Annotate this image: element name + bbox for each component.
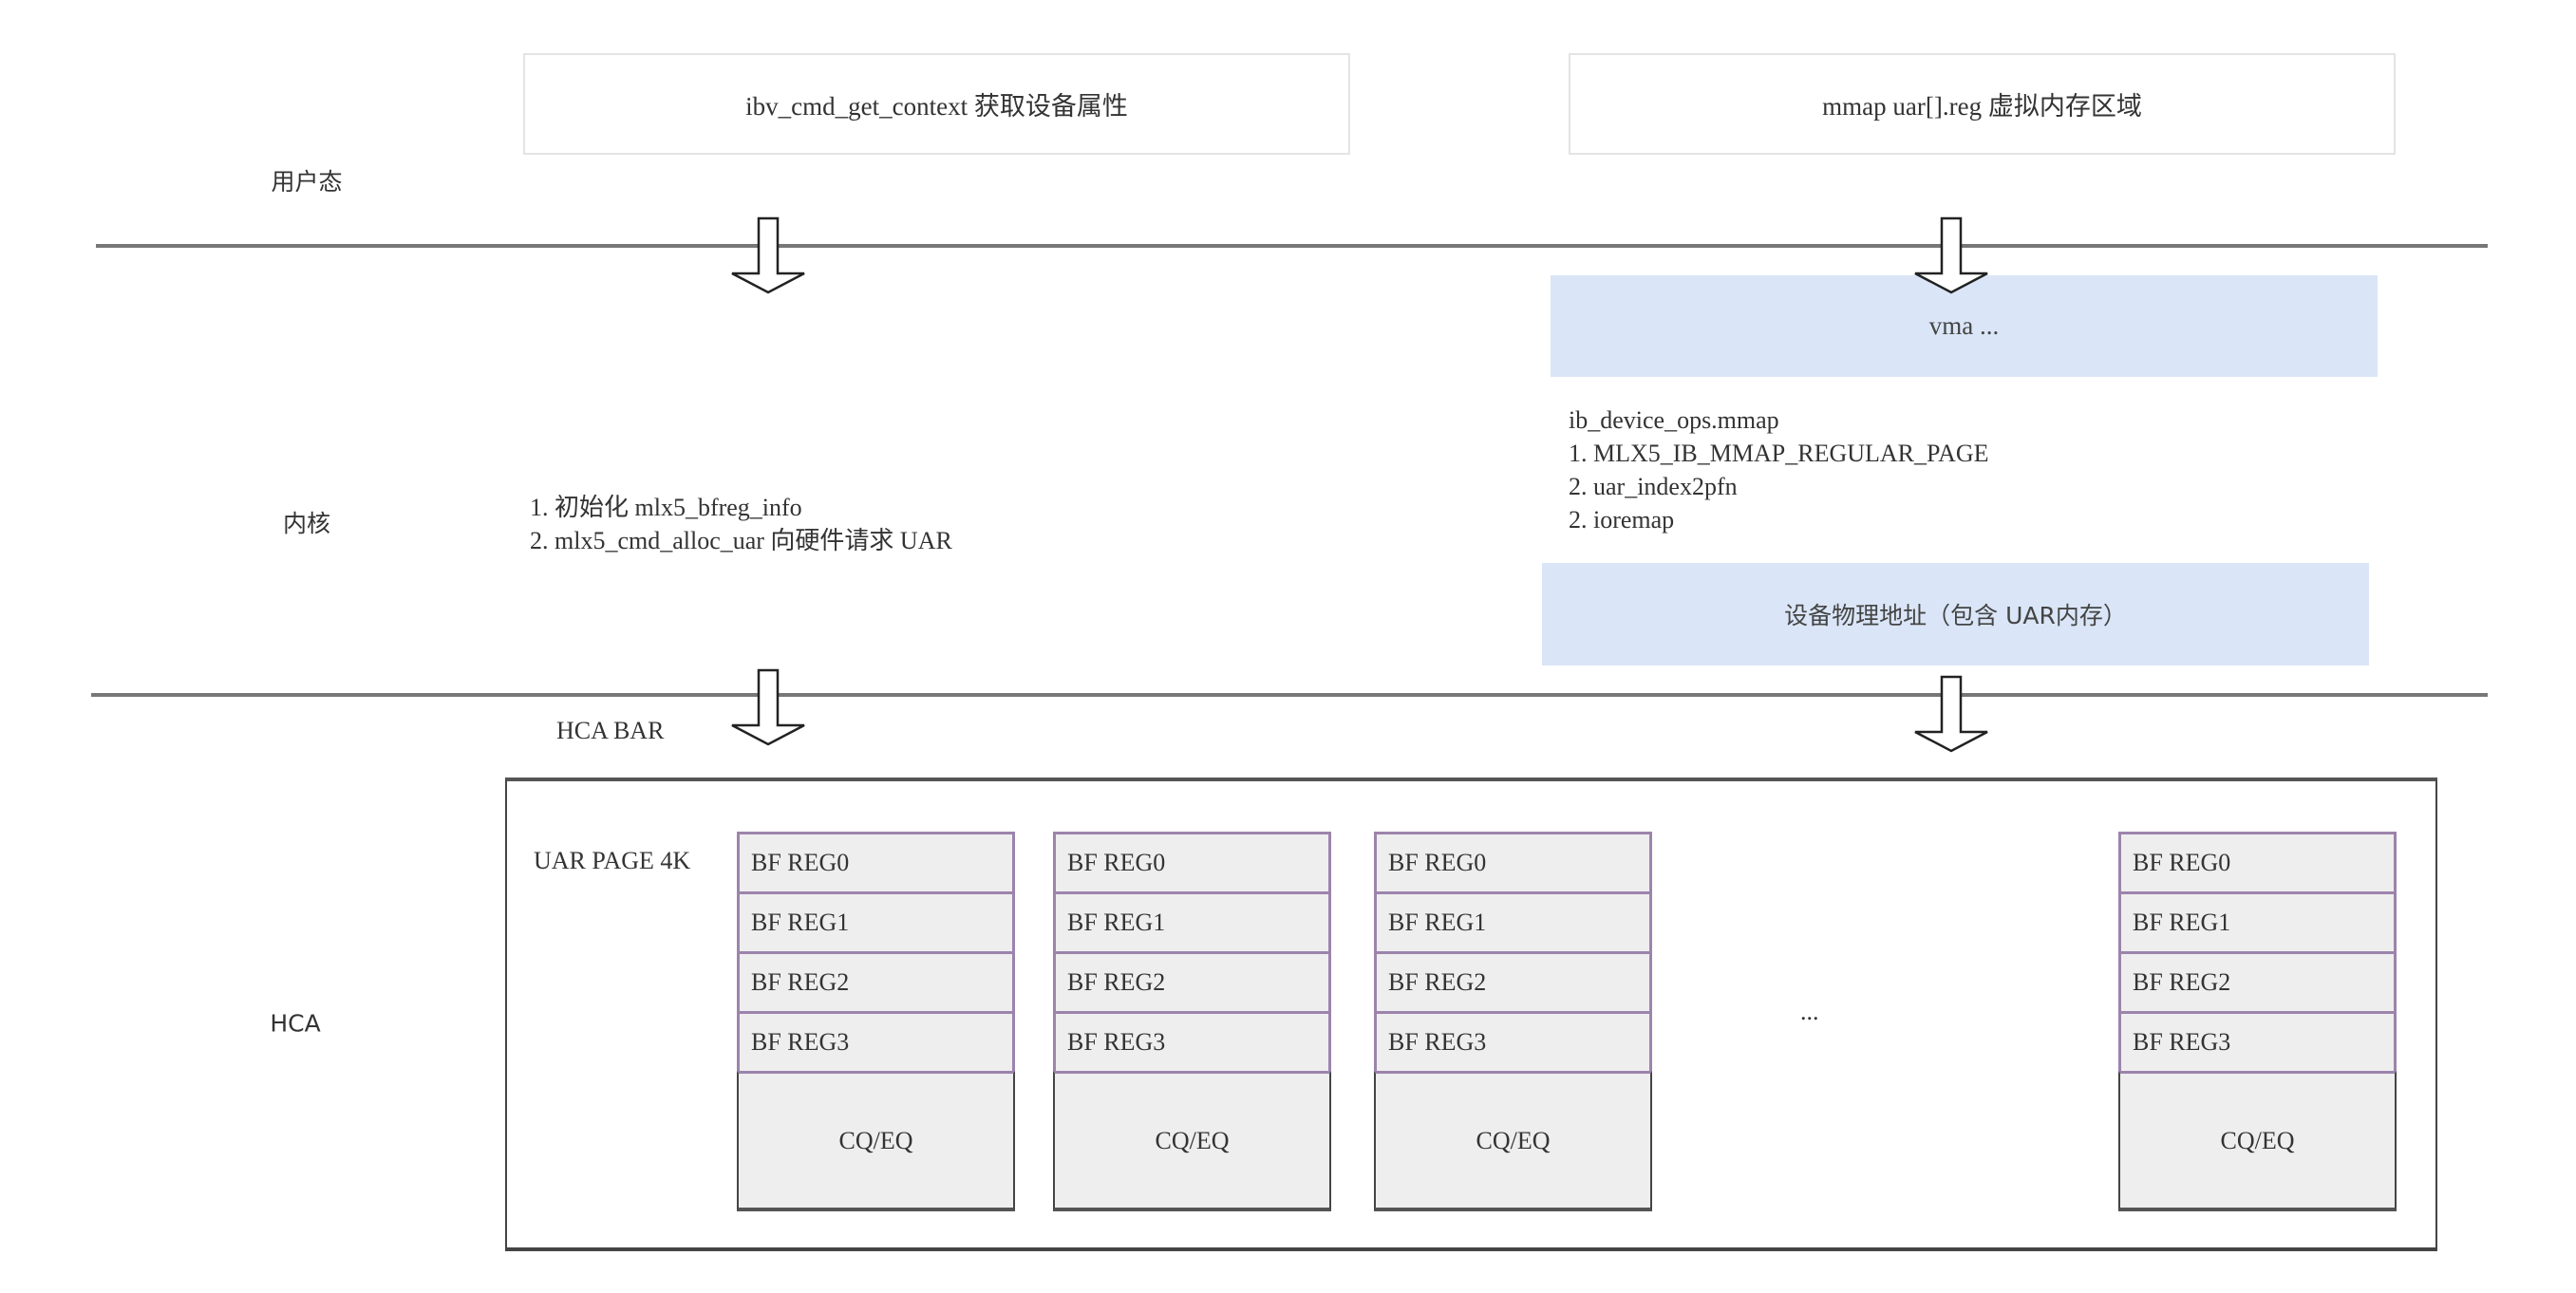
bf-reg: BF REG0	[737, 832, 1015, 891]
down-arrow-icon	[1914, 216, 1988, 294]
uar-page-column: BF REG0 BF REG1 BF REG2 BF REG3 CQ/EQ	[2118, 832, 2397, 1211]
user-box-get-context: ibv_cmd_get_context 获取设备属性	[523, 53, 1350, 155]
layer-label-hca: HCA	[270, 1009, 321, 1038]
bf-reg: BF REG2	[1053, 951, 1331, 1011]
vma-box: vma ...	[1551, 275, 2378, 377]
cq-eq-block: CQ/EQ	[737, 1071, 1015, 1211]
cq-eq-block: CQ/EQ	[1053, 1071, 1331, 1211]
mmap-step: 2. uar_index2pfn	[1569, 473, 1738, 500]
mmap-step: 2. ioremap	[1569, 506, 1675, 534]
bf-reg: BF REG3	[1374, 1011, 1652, 1071]
bf-reg: BF REG1	[1374, 891, 1652, 951]
bf-reg: BF REG1	[1053, 891, 1331, 951]
bf-reg: BF REG2	[1374, 951, 1652, 1011]
kernel-step: 2. mlx5_cmd_alloc_uar 向硬件请求 UAR	[530, 527, 952, 554]
divider-user-kernel	[96, 244, 2488, 248]
user-box-mmap: mmap uar[].reg 虚拟内存区域	[1569, 53, 2396, 155]
mmap-step: ib_device_ops.mmap	[1569, 406, 1779, 434]
cq-eq-block: CQ/EQ	[2118, 1071, 2397, 1211]
layer-label-user: 用户态	[271, 168, 343, 196]
kernel-step: 1. 初始化 mlx5_bfreg_info	[530, 494, 802, 521]
bf-reg: BF REG2	[737, 951, 1015, 1011]
physical-address-box: 设备物理地址（包含 UAR内存）	[1542, 563, 2369, 665]
uar-page-label: UAR PAGE 4K	[534, 847, 691, 874]
bf-reg: BF REG3	[737, 1011, 1015, 1071]
bf-reg: BF REG0	[1053, 832, 1331, 891]
uar-page-column: BF REG0 BF REG1 BF REG2 BF REG3 CQ/EQ	[737, 832, 1015, 1211]
layer-label-kernel: 内核	[282, 510, 331, 537]
down-arrow-icon	[731, 668, 805, 746]
bf-reg: BF REG0	[1374, 832, 1652, 891]
cq-eq-block: CQ/EQ	[1374, 1071, 1652, 1211]
ellipsis: ...	[1800, 998, 1819, 1025]
bf-reg: BF REG0	[2118, 832, 2397, 891]
hca-bar-label: HCA BAR	[556, 717, 665, 744]
bf-reg: BF REG3	[2118, 1011, 2397, 1071]
down-arrow-icon	[1914, 675, 1988, 753]
bf-reg: BF REG3	[1053, 1011, 1331, 1071]
divider-kernel-hca	[91, 693, 2488, 697]
bf-reg: BF REG1	[737, 891, 1015, 951]
bf-reg: BF REG2	[2118, 951, 2397, 1011]
mmap-step: 1. MLX5_IB_MMAP_REGULAR_PAGE	[1569, 440, 1989, 467]
kernel-left-steps: 1. 初始化 mlx5_bfreg_info 2. mlx5_cmd_alloc…	[530, 491, 952, 557]
uar-page-column: BF REG0 BF REG1 BF REG2 BF REG3 CQ/EQ	[1053, 832, 1331, 1211]
uar-page-column: BF REG0 BF REG1 BF REG2 BF REG3 CQ/EQ	[1374, 832, 1652, 1211]
down-arrow-icon	[731, 216, 805, 294]
mmap-steps: ib_device_ops.mmap 1. MLX5_IB_MMAP_REGUL…	[1569, 403, 1989, 536]
hca-bar-container	[505, 778, 2437, 1251]
bf-reg: BF REG1	[2118, 891, 2397, 951]
